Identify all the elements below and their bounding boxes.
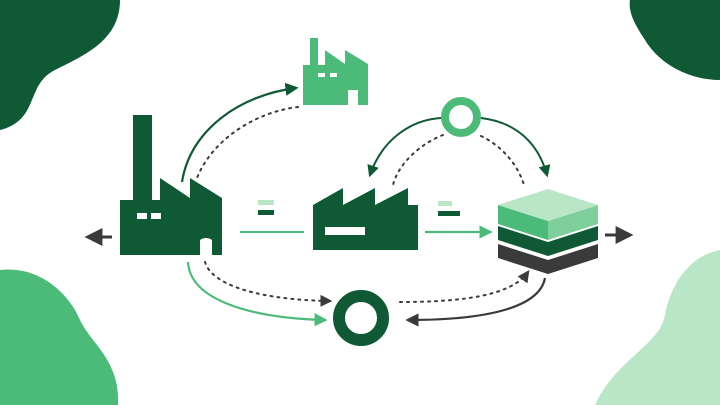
layered-stack-icon	[498, 189, 598, 274]
top-ring-icon	[441, 97, 481, 137]
arrow-ring-to-mid-factory	[367, 117, 442, 178]
mid-factory-icon	[313, 188, 418, 250]
large-factory-icon	[120, 115, 222, 255]
dotted-ring-inner-right	[480, 135, 525, 186]
corner-blob-top-left	[0, 0, 120, 130]
arrow-large-to-bottom-ring	[186, 261, 328, 327]
arrow-ring-to-stack	[480, 117, 551, 178]
bottom-ring-icon	[333, 290, 389, 346]
dash-marker-right	[438, 201, 460, 216]
arrow-stack-to-bottom-ring	[405, 277, 547, 327]
dotted-bottom-left	[204, 261, 333, 307]
corner-blob-bottom-right	[595, 250, 720, 405]
small-factory-icon	[303, 38, 368, 105]
corner-blob-top-right	[629, 0, 720, 80]
dotted-bottom-right	[399, 270, 530, 303]
corner-blob-bottom-left	[0, 269, 119, 405]
arrow-large-to-small-factory	[180, 82, 299, 183]
dotted-small-factory-return	[196, 106, 299, 179]
dash-marker-left	[258, 200, 274, 215]
dotted-ring-inner-left	[392, 134, 444, 186]
